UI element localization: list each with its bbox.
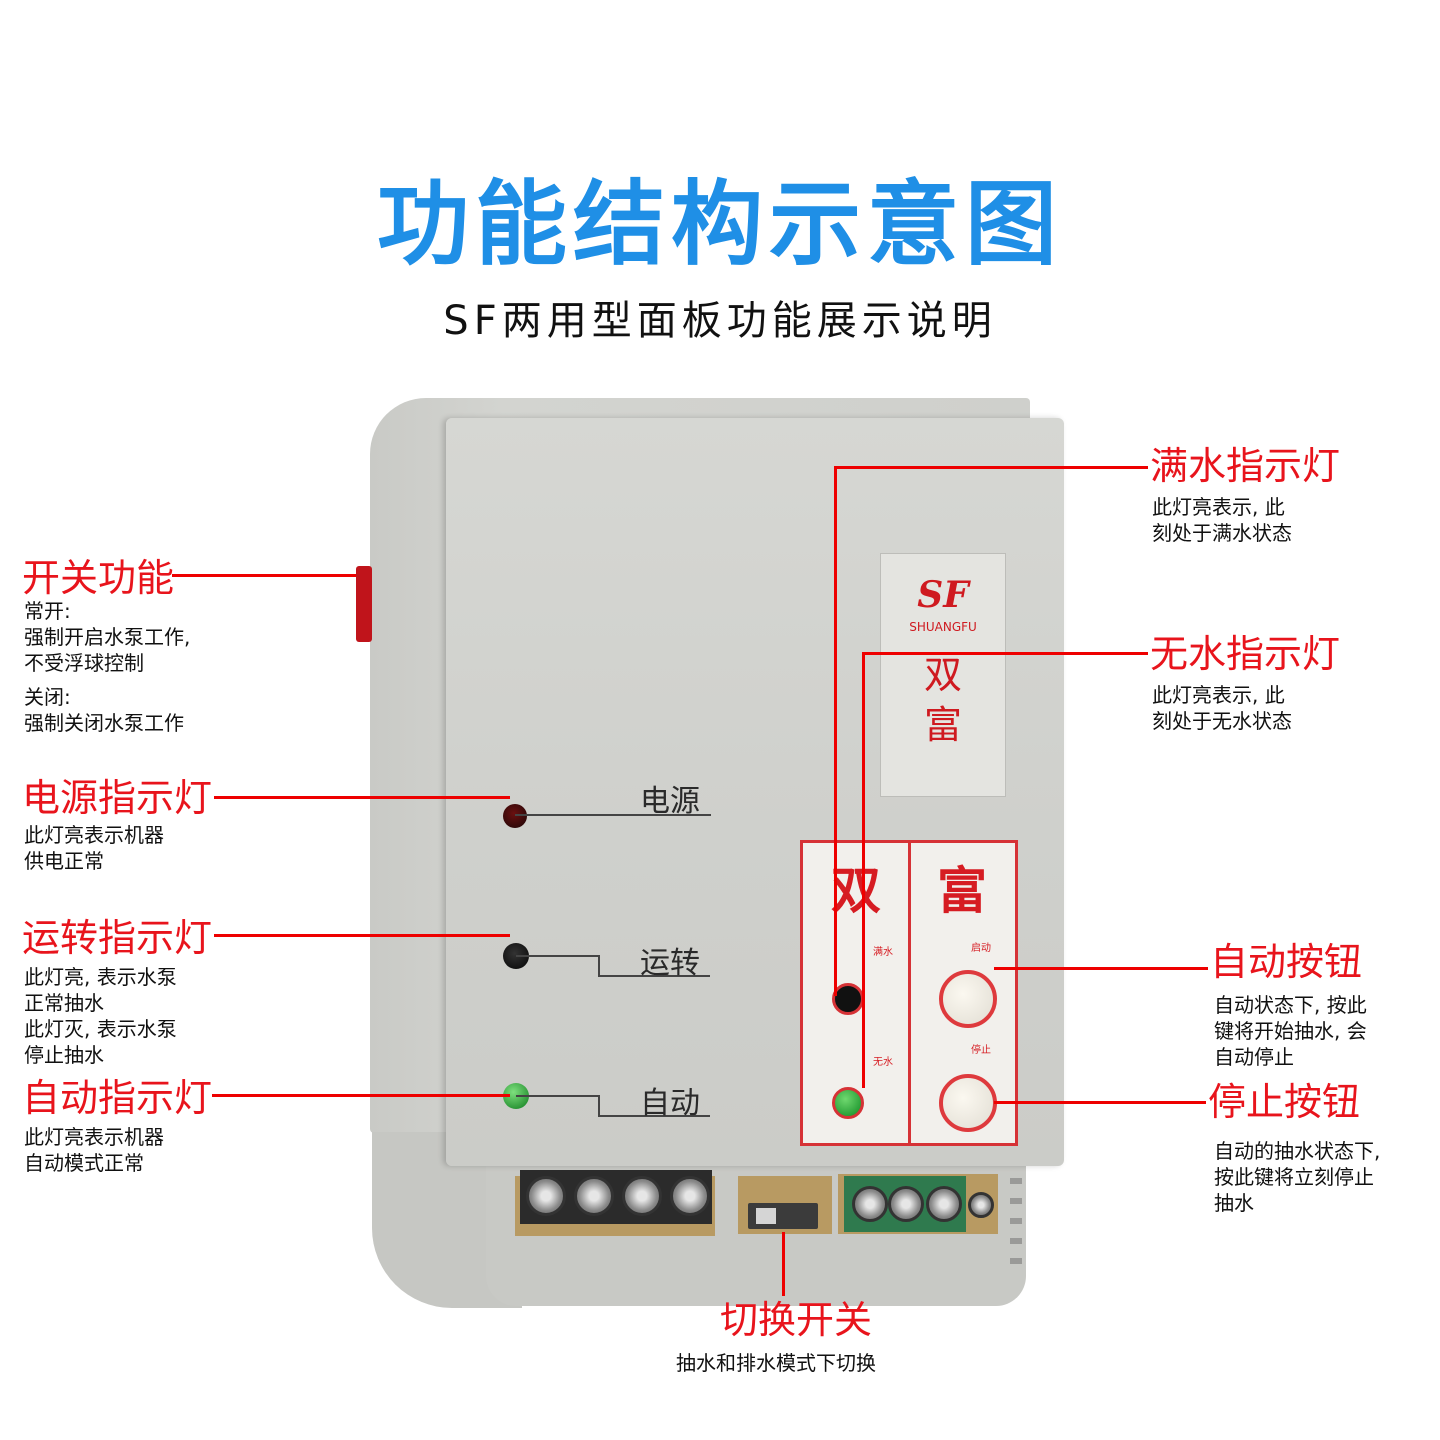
auto-light-title: 自动指示灯 (22, 1076, 213, 1120)
desc-line: 此灯灭, 表示水泵 (24, 1017, 177, 1041)
start-tag: 启动 (971, 943, 991, 954)
full-water-line-h (834, 466, 1148, 469)
brand-name: 双 富 (881, 650, 1005, 750)
desc-line: 此灯亮表示机器 (24, 823, 164, 847)
auto-button-desc: 自动状态下, 按此 键将开始抽水, 会 自动停止 (1214, 992, 1367, 1070)
running-label-line-b (598, 955, 602, 977)
panel-right-char: 富 (937, 861, 987, 920)
mode-switch-title: 切换开关 (720, 1298, 873, 1342)
terminal-screw-2 (574, 1176, 614, 1216)
full-water-light-desc: 此灯亮表示, 此 刻处于满水状态 (1152, 494, 1292, 546)
desc-line: 不受浮球控制 (24, 651, 144, 675)
stop-button-desc: 自动的抽水状态下, 按此键将立刻停止 抽水 (1214, 1138, 1380, 1216)
auto-light-desc: 此灯亮表示机器 自动模式正常 (24, 1124, 164, 1176)
brand-logo-icon: SF (917, 574, 969, 616)
stop-tag: 停止 (971, 1045, 991, 1056)
power-light-title: 电源指示灯 (22, 776, 213, 820)
power-label: 电源 (640, 784, 700, 819)
desc-line: 刻处于满水状态 (1152, 521, 1292, 545)
desc-line: 此灯亮表示, 此 (1152, 683, 1285, 707)
auto-label: 自动 (640, 1086, 700, 1121)
power-light-desc: 此灯亮表示机器 供电正常 (24, 822, 164, 874)
auto-label-line-a (516, 1095, 598, 1097)
vent-slot (1010, 1198, 1022, 1204)
vent-slot (1010, 1178, 1022, 1184)
terminal-screw-8 (968, 1192, 994, 1218)
brand-label: SF SHUANGFU 双 富 (880, 553, 1006, 797)
desc-line: 此灯亮表示机器 (24, 1125, 164, 1149)
brand-name-line2: 富 (923, 703, 962, 747)
running-light-line (214, 934, 510, 937)
terminal-screw-7 (926, 1186, 962, 1222)
full-water-tag: 满水 (873, 947, 893, 958)
auto-button-title: 自动按钮 (1210, 940, 1363, 984)
running-light-title: 运转指示灯 (22, 916, 213, 960)
no-water-line-v (862, 652, 865, 1088)
terminal-screw-4 (670, 1176, 710, 1216)
terminal-screw-1 (526, 1176, 566, 1216)
panel-left-char: 双 (831, 861, 881, 920)
desc-line: 自动的抽水状态下, (1214, 1139, 1381, 1163)
terminal-screw-6 (888, 1186, 924, 1222)
desc-line: 供电正常 (24, 849, 104, 873)
desc-line: 按此键将立刻停止 (1214, 1165, 1374, 1189)
desc-line: 正常抽水 (24, 991, 104, 1015)
terminal-screw-3 (622, 1176, 662, 1216)
running-label: 运转 (640, 946, 700, 981)
desc-line: 强制关闭水泵工作 (24, 711, 184, 735)
running-label-line-c (598, 975, 710, 977)
full-water-light-title: 满水指示灯 (1150, 444, 1341, 488)
desc-line: 停止抽水 (24, 1043, 104, 1067)
mode-switch-desc: 抽水和排水模式下切换 (676, 1350, 876, 1376)
desc-line: 自动状态下, 按此 (1214, 993, 1367, 1017)
page-title: 功能结构示意图 (376, 171, 1063, 278)
vent-slot (1010, 1218, 1022, 1224)
terminal-screw-5 (852, 1186, 888, 1222)
full-water-line-v (834, 466, 837, 996)
power-label-line (515, 814, 711, 816)
vent-slot (1010, 1258, 1022, 1264)
switch-function-desc: 常开: 强制开启水泵工作, 不受浮球控制 关闭: 强制关闭水泵工作 (24, 598, 190, 736)
desc-line: 自动模式正常 (24, 1151, 144, 1175)
no-water-tag: 无水 (873, 1057, 893, 1068)
auto-label-line-b (598, 1095, 602, 1117)
no-water-line-h (862, 652, 1148, 655)
desc-line: 关闭: (24, 685, 71, 709)
stop-button-title: 停止按钮 (1208, 1080, 1361, 1124)
auto-button-line (994, 967, 1208, 970)
rocker-switch[interactable] (356, 566, 372, 642)
running-label-line-a (516, 955, 598, 957)
stop-button[interactable] (939, 1074, 997, 1132)
page-subtitle: SF两用型面板功能展示说明 (443, 298, 997, 344)
mode-switch-knob[interactable] (756, 1208, 776, 1224)
desc-line: 自动停止 (1214, 1045, 1294, 1069)
auto-label-line-c (598, 1115, 710, 1117)
panel-divider (908, 843, 911, 1143)
stop-button-line (994, 1101, 1206, 1104)
switch-function-title: 开关功能 (22, 556, 175, 600)
desc-line: 刻处于无水状态 (1152, 709, 1292, 733)
switch-function-line (172, 574, 356, 577)
brand-name-line1: 双 (923, 653, 962, 697)
desc-line: 键将开始抽水, 会 (1214, 1019, 1367, 1043)
no-water-light-title: 无水指示灯 (1150, 632, 1341, 676)
desc-line: 此灯亮表示, 此 (1152, 495, 1285, 519)
start-button[interactable] (939, 970, 997, 1028)
no-water-light-desc: 此灯亮表示, 此 刻处于无水状态 (1152, 682, 1292, 734)
no-water-led (832, 1087, 864, 1119)
power-led (503, 804, 527, 828)
desc-line: 此灯亮, 表示水泵 (24, 965, 177, 989)
brand-logo-text: SHUANGFU (909, 620, 977, 634)
running-light-desc: 此灯亮, 表示水泵 正常抽水 此灯灭, 表示水泵 停止抽水 (24, 964, 177, 1068)
desc-line: 强制开启水泵工作, (24, 625, 191, 649)
vent-slot (1010, 1238, 1022, 1244)
desc-line: 抽水和排水模式下切换 (676, 1351, 876, 1375)
desc-line: 常开: (24, 599, 71, 623)
auto-light-line (212, 1094, 510, 1097)
power-light-line (214, 796, 510, 799)
mode-switch-line (782, 1232, 785, 1296)
desc-line: 抽水 (1214, 1191, 1254, 1215)
